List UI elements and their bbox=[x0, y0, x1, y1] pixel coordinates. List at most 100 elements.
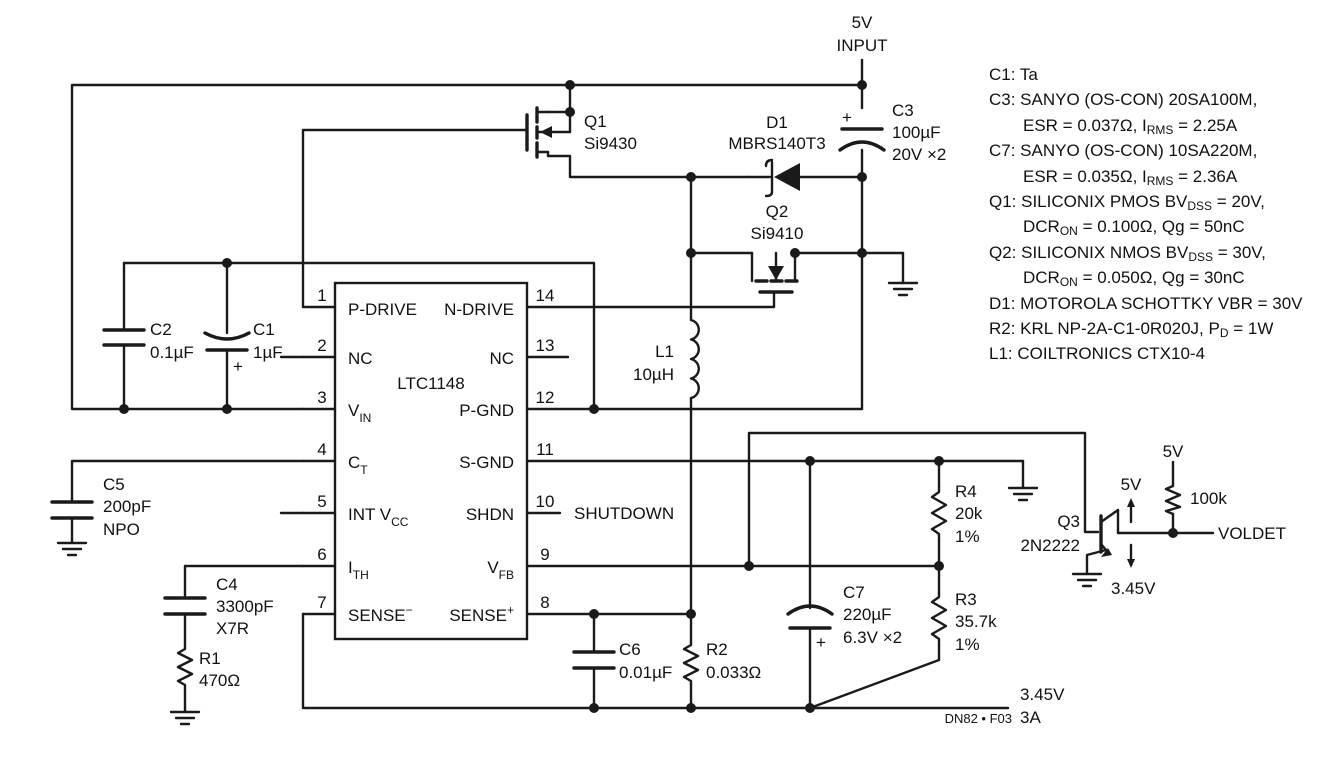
pin-12-name: P-GND bbox=[459, 401, 514, 420]
c7-capacitor-symbol: + bbox=[786, 604, 834, 652]
pullup-resistor-symbol bbox=[1164, 482, 1182, 516]
c3-capacitor-symbol: + bbox=[838, 108, 886, 152]
ground-q2 bbox=[887, 281, 919, 297]
shutdown-label: SHUTDOWN bbox=[574, 504, 674, 523]
c4-ref: C4 bbox=[216, 575, 238, 594]
c3-plus: + bbox=[842, 108, 852, 127]
pin-4-number: 4 bbox=[317, 440, 326, 459]
junction-dots bbox=[119, 80, 1178, 713]
c5-value: 200pF bbox=[103, 497, 151, 516]
r3-tol: 1% bbox=[955, 635, 980, 654]
pin-6-name: ITH bbox=[348, 558, 369, 582]
c7-plus: + bbox=[816, 633, 826, 652]
c3-value: 100µF bbox=[892, 123, 941, 142]
output-voltage-label: 3.45V bbox=[1020, 685, 1065, 704]
ground-sgnd bbox=[1007, 486, 1039, 502]
q2-value: Si9410 bbox=[751, 224, 804, 243]
pin-4-name: CT bbox=[348, 453, 368, 477]
pin-11-number: 11 bbox=[536, 440, 554, 459]
r4-resistor-symbol bbox=[930, 485, 948, 542]
c1-ref: C1 bbox=[253, 320, 275, 339]
note-line: ESR = 0.035Ω, IRMS = 2.36A bbox=[1023, 166, 1238, 188]
figure-id: DN82 • F03 bbox=[945, 711, 1012, 726]
pin-2-name: NC bbox=[348, 349, 373, 368]
pin-9-name: VFB bbox=[487, 558, 514, 582]
note-line: DCRON = 0.100Ω, Qg = 50nC bbox=[1023, 217, 1245, 239]
pin-3-name: VIN bbox=[348, 401, 371, 425]
pin-7-name: SENSE− bbox=[348, 603, 413, 625]
pin-9-number: 9 bbox=[540, 545, 549, 564]
d1-value: MBRS140T3 bbox=[728, 134, 825, 153]
q3-ref: Q3 bbox=[1057, 512, 1080, 531]
wires bbox=[70, 58, 1215, 714]
r2-resistor-symbol bbox=[682, 638, 700, 687]
pin-10-number: 10 bbox=[536, 492, 555, 511]
c2-value: 0.1µF bbox=[150, 343, 194, 362]
c7-ref: C7 bbox=[843, 583, 865, 602]
r4-ref: R4 bbox=[955, 482, 977, 501]
pin-1-name: P-DRIVE bbox=[348, 300, 417, 319]
c7-value: 220µF bbox=[843, 605, 892, 624]
d1-schottky-symbol bbox=[745, 158, 800, 198]
q2-nmos-symbol bbox=[750, 251, 799, 294]
pin-1-number: 1 bbox=[317, 286, 326, 305]
r2-ref: R2 bbox=[706, 640, 728, 659]
r1-value: 470Ω bbox=[199, 671, 240, 690]
pin-8-number: 8 bbox=[540, 593, 549, 612]
c1-plus: + bbox=[233, 357, 243, 376]
c1-capacitor-symbol: + bbox=[203, 331, 251, 376]
c5-type: NPO bbox=[103, 520, 140, 539]
note-line: DCRON = 0.050Ω, Qg = 30nC bbox=[1023, 268, 1245, 290]
r4-value: 20k bbox=[955, 504, 983, 523]
c2-ref: C2 bbox=[150, 320, 172, 339]
l1-inductor-symbol bbox=[689, 318, 700, 400]
note-line: C7: SANYO (OS-CON) 10SA220M, bbox=[989, 141, 1258, 161]
q3-high-label: 5V bbox=[1121, 475, 1142, 494]
d1-ref: D1 bbox=[766, 113, 788, 132]
pin-7-number: 7 bbox=[317, 593, 326, 612]
pin-10-name: SHDN bbox=[466, 505, 514, 524]
c6-value: 0.01µF bbox=[619, 663, 672, 682]
input-voltage-label: 5V bbox=[852, 13, 873, 32]
q1-ref: Q1 bbox=[584, 112, 607, 131]
r4-tol: 1% bbox=[955, 527, 980, 546]
note-line: Q1: SILICONIX PMOS BVDSS = 20V, bbox=[989, 191, 1265, 213]
q1-pmos-symbol bbox=[525, 106, 572, 159]
pin-6-number: 6 bbox=[317, 545, 326, 564]
pin-3-number: 3 bbox=[317, 388, 326, 407]
q3-value: 2N2222 bbox=[1020, 536, 1080, 555]
pin-14-number: 14 bbox=[536, 286, 555, 305]
pin-2-number: 2 bbox=[317, 336, 326, 355]
voldet-label: VOLDET bbox=[1218, 524, 1286, 543]
pin-8-name: SENSE+ bbox=[449, 603, 514, 625]
pin-11-name: S-GND bbox=[459, 453, 514, 472]
r2-value: 0.033Ω bbox=[706, 663, 761, 682]
q3-npn-symbol bbox=[1099, 498, 1135, 568]
pullup-value: 100k bbox=[1190, 489, 1227, 508]
pin-13-number: 13 bbox=[536, 336, 555, 355]
q3-low-label: 3.45V bbox=[1111, 579, 1156, 598]
ic-name: LTC1148 bbox=[397, 374, 464, 393]
ground-q3 bbox=[1071, 572, 1103, 588]
ground-r1 bbox=[169, 710, 201, 726]
note-line: ESR = 0.037Ω, IRMS = 2.25A bbox=[1023, 115, 1238, 137]
r1-ref: R1 bbox=[199, 649, 221, 668]
ic-ltc1148: LTC1148 1 P-DRIVE 2 NC 3 VIN 4 CT 5 INT … bbox=[301, 281, 555, 641]
c7-rating: 6.3V ×2 bbox=[843, 628, 902, 647]
c5-ref: C5 bbox=[103, 475, 125, 494]
note-line: D1: MOTOROLA SCHOTTKY VBR = 30V bbox=[989, 293, 1303, 313]
pin-5-number: 5 bbox=[317, 492, 326, 511]
c6-ref: C6 bbox=[619, 640, 641, 659]
pin-5-name: INT VCC bbox=[348, 505, 409, 529]
r1-resistor-symbol bbox=[176, 643, 194, 692]
note-line: C3: SANYO (OS-CON) 20SA100M, bbox=[989, 90, 1258, 110]
c3-ref: C3 bbox=[892, 101, 914, 120]
l1-ref: L1 bbox=[655, 342, 674, 361]
pin-13-name: NC bbox=[489, 349, 514, 368]
r3-ref: R3 bbox=[955, 590, 977, 609]
q1-value: Si9430 bbox=[584, 134, 637, 153]
note-line: L1: COILTRONICS CTX10-4 bbox=[989, 344, 1206, 364]
c5-capacitor-symbol bbox=[50, 500, 94, 520]
c4-type: X7R bbox=[216, 619, 249, 638]
